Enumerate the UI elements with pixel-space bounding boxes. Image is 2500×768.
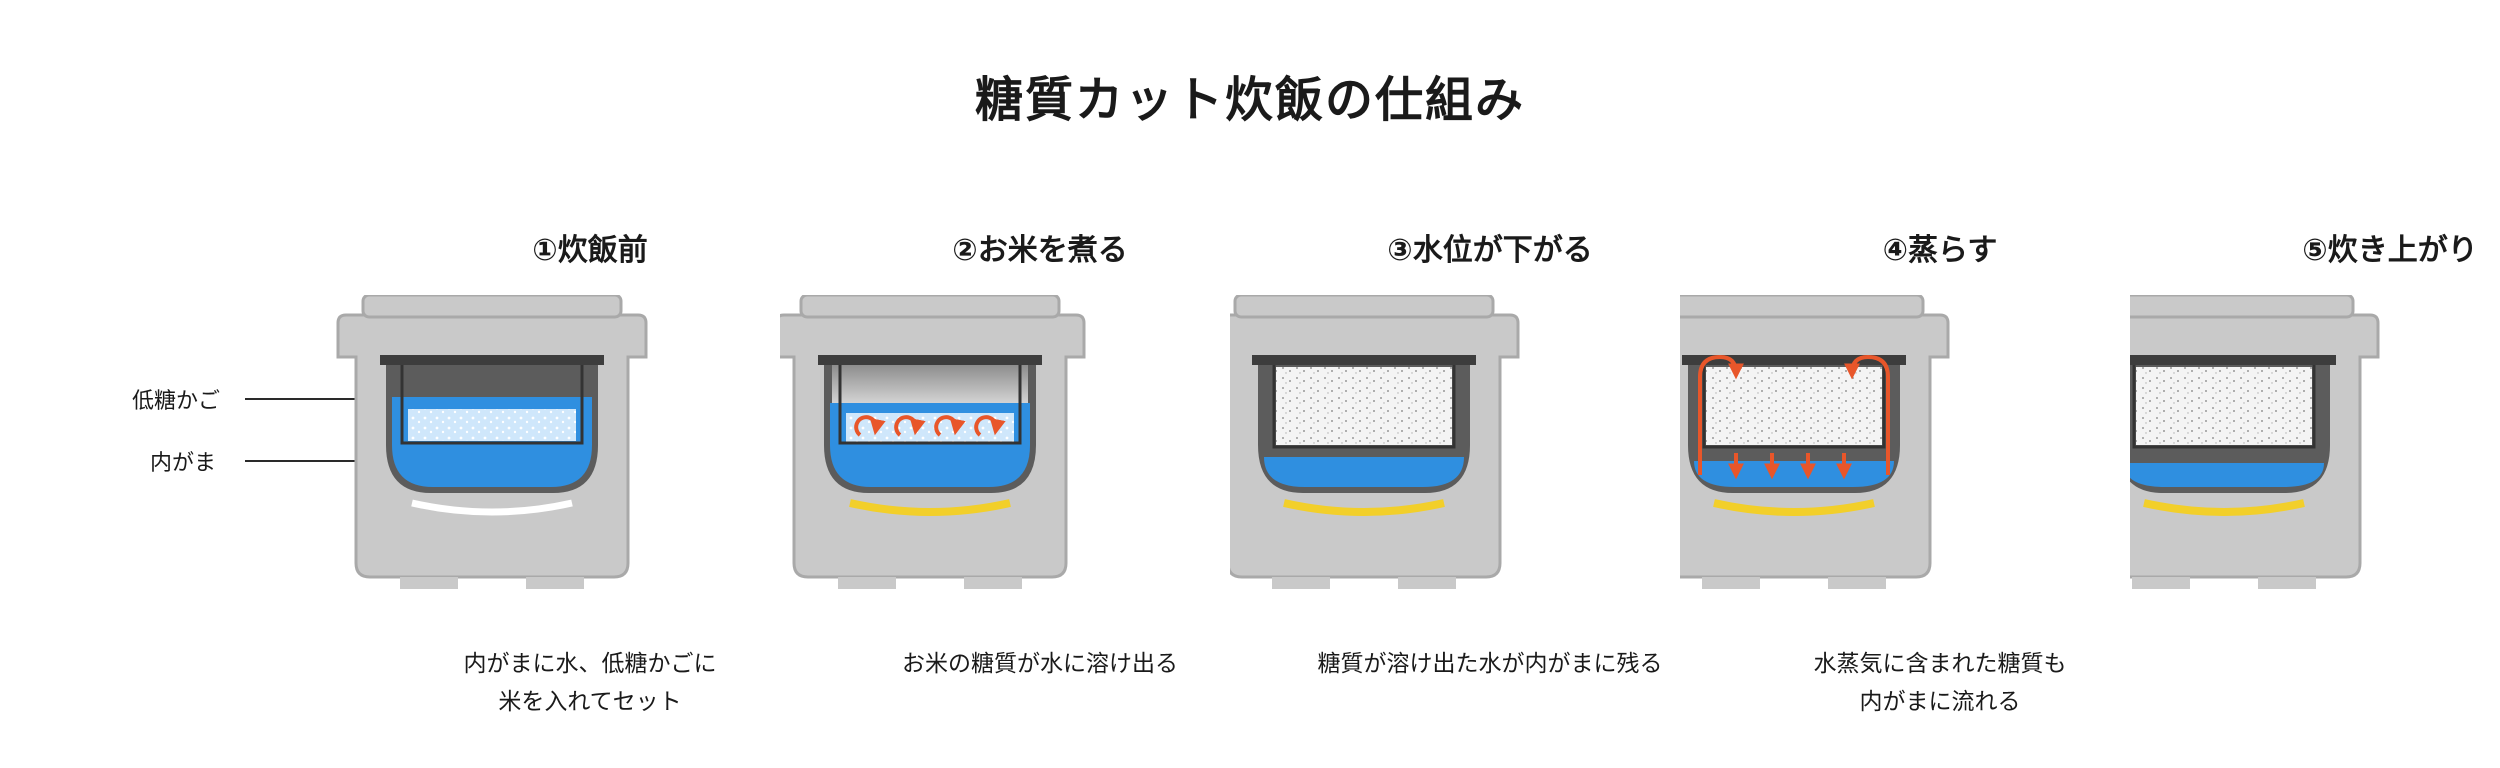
water — [1264, 457, 1464, 487]
rice-layer — [1706, 367, 1882, 445]
heater-plate — [1283, 499, 1445, 516]
step-steaming: ④蒸らす 水蒸気に含まれた糖質も 内がまに流れる — [1680, 225, 2200, 715]
heater-plate — [2143, 499, 2305, 516]
step-title: ②お米を煮る — [952, 233, 1128, 268]
page-title: 糖質カット炊飯の仕組み — [974, 72, 1525, 128]
rice-cooker-illustration — [1230, 295, 1520, 589]
heater-plate — [849, 499, 1011, 516]
pot-label: 内がま — [150, 451, 217, 476]
caption-line: 内がまに水、低糖かごに — [463, 651, 717, 677]
step-title: ③水位が下がる — [1387, 233, 1593, 268]
steam-flow-arrows — [1698, 354, 1890, 480]
caption-line: 水蒸気に含まれた糖質も — [1813, 651, 2067, 677]
rice-layer — [2136, 367, 2312, 445]
step-water-level-drops: ③水位が下がる 糖質が溶け出た水が内がまに残る — [1230, 225, 1750, 677]
step-caption: 内がまに水、低糖かごに 米を入れてセット — [330, 645, 850, 721]
basket-label: 低糖かご — [132, 389, 221, 414]
heater-plate — [411, 499, 573, 516]
step-caption: 糖質が溶け出た水が内がまに残る — [1230, 645, 1750, 683]
water — [1694, 461, 1894, 487]
caption-line: 内がまに流れる — [1859, 689, 2021, 715]
rice-cooker-illustration — [336, 295, 648, 589]
step-title: ①炊飯前 — [532, 233, 648, 268]
rice-cooker-illustration — [2130, 295, 2380, 589]
rice-cooker-illustration — [780, 295, 1086, 589]
step-caption: 水蒸気に含まれた糖質も 内がまに流れる — [1680, 645, 2200, 721]
caption-line: 米を入れてセット — [498, 689, 682, 715]
basket-leader-line — [245, 398, 403, 400]
heater-plate — [1713, 499, 1875, 516]
step-title: ⑤炊き上がり — [2302, 233, 2478, 268]
pot-leader-line — [245, 460, 385, 462]
rice-layer — [1276, 367, 1452, 445]
step-caption: お米の糖質が水に溶け出る — [780, 645, 1300, 683]
caption-line: 糖質が溶け出た水が内がまに残る — [1317, 651, 1663, 677]
step-cooked: ⑤炊き上がり — [2130, 225, 2500, 589]
step-title: ④蒸らす — [1882, 233, 1998, 268]
water — [2130, 463, 2324, 487]
caption-line: お米の糖質が水に溶け出る — [902, 651, 1178, 677]
rice-layer — [408, 409, 576, 441]
boiling-arrows — [854, 415, 1006, 437]
step-before-cooking: ①炊飯前 内がまに水、低糖かごに 米を入れてセット — [330, 225, 850, 715]
steam — [832, 365, 1028, 405]
step-boiling-rice: ②お米を煮る お米の糖質が水に溶け出る — [780, 225, 1300, 677]
rice-cooker-illustration — [1680, 295, 1950, 589]
